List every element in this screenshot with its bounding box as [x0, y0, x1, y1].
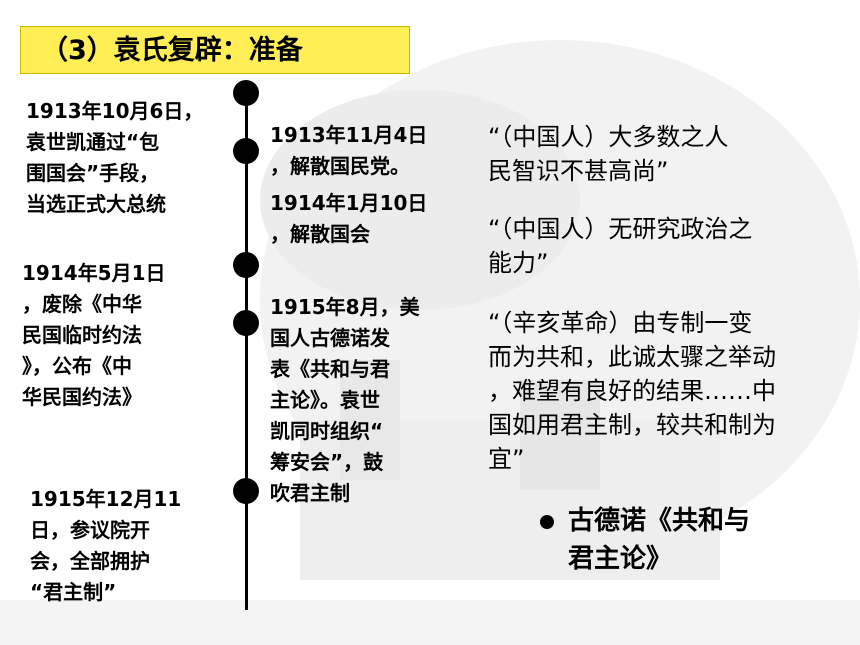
event-text: 1913年11月4日 ，解散国民党。 — [270, 123, 428, 178]
quote-text: “（辛亥革命）由专制一变 而为共和，此诚太骤之举动 ，难望有良好的结果……中 国… — [488, 309, 776, 473]
timeline-dot — [233, 310, 259, 336]
source-citation: 古德诺《共和与 君主论》 — [568, 506, 751, 574]
event-text: 1914年5月1日 ，废除《中华 民国临时约法 》，公布《中 华民国约法》 — [22, 261, 166, 409]
event-text: 1915年8月，美 国人古德诺发 表《共和与君 主论》。袁世 凯同时组织“ 筹安… — [270, 295, 420, 505]
bullet-icon — [540, 515, 554, 529]
timeline-dot — [233, 138, 259, 164]
timeline-dot — [233, 252, 259, 278]
quote-text: “（中国人）大多数之人 民智识不甚高尚” — [488, 123, 729, 185]
timeline-dot — [233, 80, 259, 106]
quote-text: “（中国人）无研究政治之 能力” — [488, 215, 753, 277]
event-text: 1913年10月6日， 袁世凯通过“包 围国会”手段， 当选正式大总统 — [26, 99, 204, 216]
timeline-dot — [233, 478, 259, 504]
slide-title: （3）袁氏复辟：准备 — [20, 26, 410, 74]
timeline-line — [245, 90, 248, 610]
event-text: 1915年12月11 日，参议院开 会，全部拥护 “君主制” — [30, 487, 182, 604]
event-text: 1914年1月10日 ，解散国会 — [270, 191, 428, 246]
